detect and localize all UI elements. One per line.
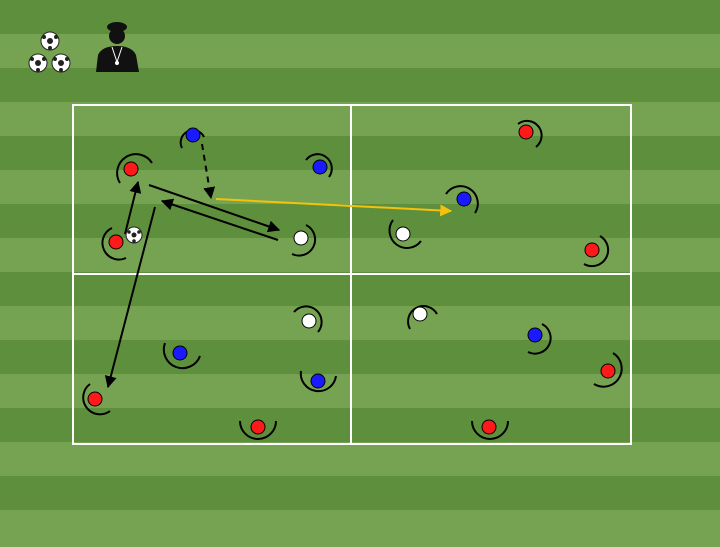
player-red [517, 119, 543, 148]
player-blue [445, 185, 479, 214]
players [82, 119, 623, 440]
player-red [116, 153, 153, 184]
player-white [291, 224, 317, 257]
player-blue [179, 127, 205, 149]
player-white [388, 219, 422, 249]
pass-arrow [148, 184, 281, 233]
player-red [239, 419, 277, 440]
player-blue [527, 323, 552, 355]
soccer-ball-icon [125, 226, 143, 244]
player-red [583, 235, 610, 268]
player-red [471, 419, 509, 440]
pass-arrow [160, 198, 279, 241]
pass-arrows [104, 143, 453, 389]
coach-icon [96, 22, 139, 72]
player-blue [305, 153, 333, 178]
pass-arrow [124, 180, 142, 235]
field-grid [72, 104, 632, 445]
player-white [407, 305, 438, 330]
player-blue [299, 370, 337, 393]
player-red [593, 352, 623, 388]
player-white [293, 305, 323, 333]
player-red [82, 383, 111, 416]
player-red [101, 227, 127, 261]
player-blue [162, 342, 201, 370]
run-arrow-dashed [201, 143, 216, 200]
ball-stack-icon [28, 31, 71, 73]
key-pass-arrow [215, 198, 453, 217]
pass-arrow [104, 206, 156, 389]
